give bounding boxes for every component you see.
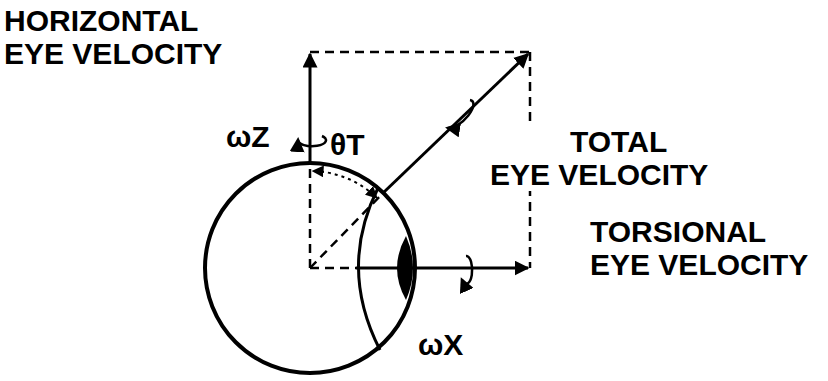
- axis-label: TORSIONAL EYE VELOCITY: [590, 215, 820, 281]
- dashed-vector-part: [310, 193, 383, 268]
- symbol-label: ωX: [418, 328, 463, 361]
- symbol-label: θT: [330, 128, 365, 161]
- rotation-symbol: [448, 100, 473, 128]
- symbol-label: ωZ: [226, 120, 270, 153]
- axis-label: HORIZONTAL EYE VELOCITY: [4, 4, 229, 70]
- axis-label: TOTAL EYE VELOCITY: [487, 125, 729, 191]
- horizontal-vector: [356, 267, 528, 270]
- angle-arc: [314, 171, 376, 197]
- rotation-symbol: [462, 256, 472, 284]
- rotation-symbol: [298, 136, 326, 146]
- dashed-vector-part: [310, 267, 356, 270]
- dashed-guide: [310, 51, 530, 54]
- dashed-vector-part: [309, 163, 312, 268]
